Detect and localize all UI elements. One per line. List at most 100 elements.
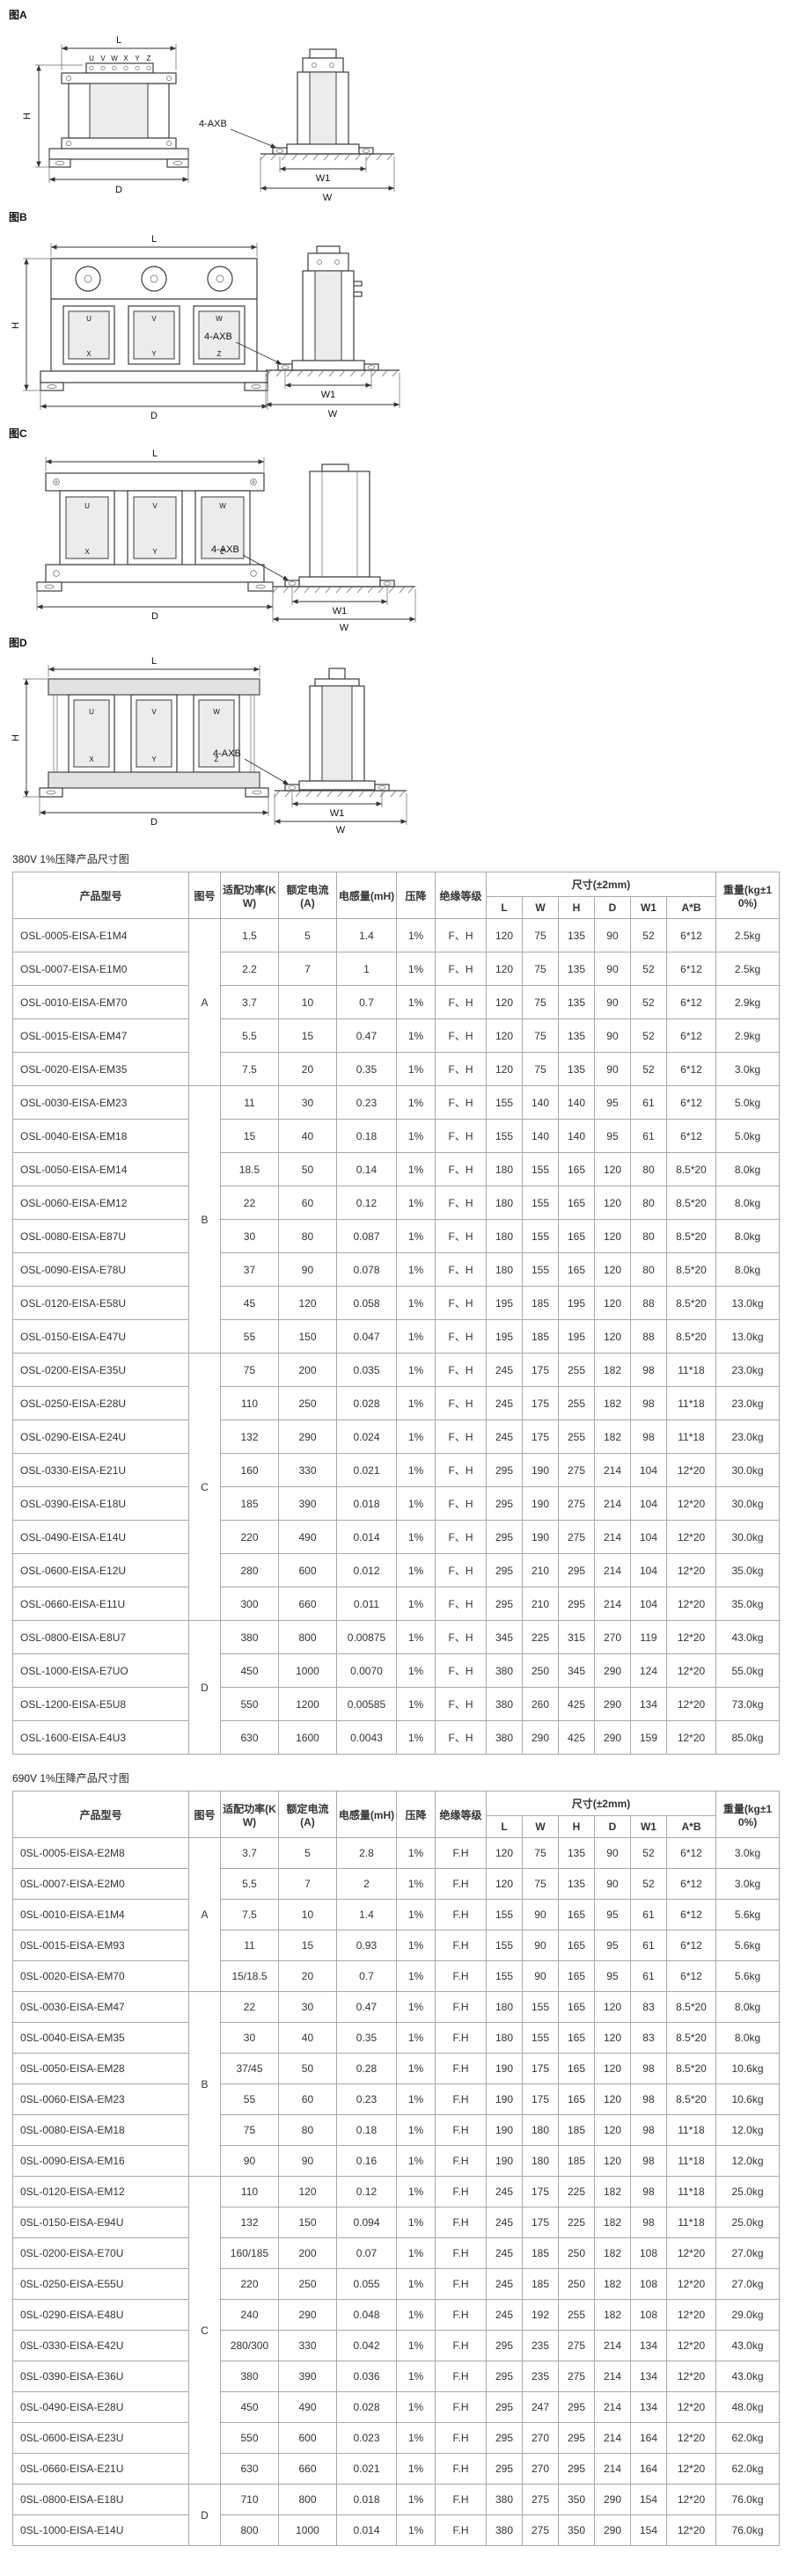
spec-cell: F、H — [434, 1720, 487, 1755]
spec-cell: 0.00585 — [335, 1687, 397, 1721]
header-size-d: D — [593, 1815, 631, 1838]
spec-cell: 1% — [395, 2237, 436, 2269]
spec-cell: 3.0kg — [715, 1837, 781, 1869]
terminal-u-label: U — [89, 708, 94, 716]
figure-group-cell: A — [187, 1837, 221, 1992]
model-cell: 0SL-0050-EISA-EM28 — [11, 2053, 189, 2084]
spec-cell: 98 — [629, 2053, 667, 2084]
spec-cell: 295 — [557, 2453, 595, 2485]
spec-cell: 52 — [629, 1868, 667, 1900]
dim-w1-label: W1 — [330, 808, 345, 819]
spec-cell: 235 — [521, 2361, 559, 2392]
spec-cell: 1% — [395, 1960, 436, 1992]
spec-cell: 0.078 — [335, 1252, 397, 1287]
spec-cell: 255 — [557, 1386, 595, 1420]
spec-cell: F、H — [434, 1553, 487, 1587]
spec-cell: 15/18.5 — [219, 1960, 279, 1992]
spec-cell: 235 — [521, 2330, 559, 2361]
spec-cell: 120 — [593, 1286, 631, 1320]
spec-cell: 0.0070 — [335, 1653, 397, 1688]
spec-cell: 295 — [485, 2330, 523, 2361]
spec-cell: 140 — [521, 1085, 559, 1120]
spec-cell: 75 — [219, 1353, 279, 1387]
spec-cell: 27.0kg — [715, 2268, 781, 2300]
spec-cell: 90 — [219, 2145, 279, 2177]
spec-cell: 30 — [219, 2022, 279, 2054]
spec-cell: 120 — [485, 1018, 523, 1053]
spec-cell: 52 — [629, 1018, 667, 1053]
spec-cell: 8.0kg — [715, 1219, 781, 1253]
figure-d-label: 图D — [9, 637, 27, 649]
spec-cell: F、H — [434, 1119, 487, 1153]
spec-cell: 710 — [219, 2484, 279, 2515]
spec-cell: 600 — [277, 1553, 337, 1587]
spec-cell: 1% — [395, 2083, 436, 2115]
spec-cell: 214 — [593, 1553, 631, 1587]
spec-cell: 7.5 — [219, 1899, 279, 1930]
spec-cell: 225 — [521, 1620, 559, 1654]
spec-cell: 350 — [557, 2514, 595, 2546]
spec-cell: 40 — [277, 1119, 337, 1153]
spec-cell: 5.6kg — [715, 1960, 781, 1992]
spec-cell: 7 — [277, 1868, 337, 1900]
spec-cell: 290 — [593, 1687, 631, 1721]
spec-cell: 185 — [557, 2114, 595, 2146]
spec-cell: F.H — [434, 2484, 487, 2515]
spec-cell: 195 — [557, 1286, 595, 1320]
spec-cell: 180 — [485, 2022, 523, 2054]
spec-cell: 0.011 — [335, 1587, 397, 1621]
terminal-y-label: Y — [151, 350, 157, 358]
terminal-z-label: Z — [217, 350, 222, 358]
spec-cell: F.H — [434, 1930, 487, 1961]
spec-cell: 13.0kg — [715, 1286, 781, 1320]
spec-cell: F.H — [434, 1991, 487, 2023]
spec-cell: 290 — [277, 2299, 337, 2331]
spec-cell: 104 — [629, 1520, 667, 1554]
spec-cell: 1% — [395, 1553, 436, 1587]
spec-cell: 185 — [219, 1486, 279, 1521]
spec-cell: 1.4 — [335, 1899, 397, 1930]
spec-cell: 6*12 — [665, 1119, 717, 1153]
spec-cell: 1% — [395, 952, 436, 986]
spec-cell: 0.094 — [335, 2207, 397, 2238]
spec-cell: 1% — [395, 1186, 436, 1220]
spec-cell: 43.0kg — [715, 1620, 781, 1654]
spec-cell: 275 — [521, 2484, 559, 2515]
spec-cell: 11*18 — [665, 2114, 717, 2146]
spec-cell: F、H — [434, 1152, 487, 1186]
header-size: 尺寸(±2mm) — [485, 872, 717, 897]
spec-cell: 98 — [629, 2207, 667, 2238]
spec-cell: 61 — [629, 1119, 667, 1153]
spec-cell: 250 — [277, 1386, 337, 1420]
header-weight: 重量(kg±10%) — [715, 872, 781, 919]
spec-cell: F、H — [434, 1319, 487, 1354]
spec-cell: 155 — [485, 1899, 523, 1930]
spec-cell: 0.14 — [335, 1152, 397, 1186]
spec-cell: 10 — [277, 985, 337, 1019]
spec-cell: 155 — [521, 1252, 559, 1287]
spec-cell: 120 — [485, 918, 523, 952]
spec-cell: 270 — [521, 2422, 559, 2454]
spec-cell: 154 — [629, 2514, 667, 2546]
spec-cell: 295 — [485, 1486, 523, 1521]
spec-cell: 12.0kg — [715, 2145, 781, 2177]
spec-cell: 1% — [395, 1587, 436, 1621]
spec-cell: 120 — [485, 1868, 523, 1900]
model-cell: OSL-0007-EISA-E1M0 — [11, 952, 189, 986]
spec-cell: 134 — [629, 1687, 667, 1721]
spec-cell: 135 — [557, 1018, 595, 1053]
spec-cell: 275 — [557, 1486, 595, 1521]
spec-cell: 98 — [629, 1353, 667, 1387]
spec-cell: 214 — [593, 2361, 631, 2392]
model-cell: OSL-0120-EISA-E58U — [11, 1286, 189, 1320]
header-power: 适配功率(KW) — [219, 872, 279, 919]
